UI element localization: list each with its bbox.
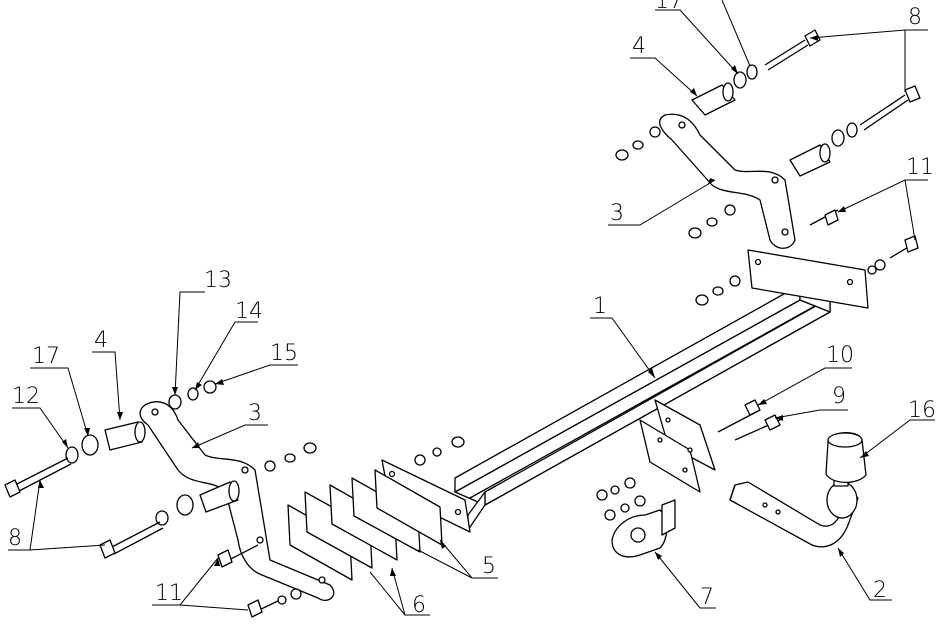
callout-4-left: 4: [94, 328, 108, 353]
callout-3-left: 3: [248, 401, 262, 426]
callout-12: 12: [12, 384, 40, 409]
nuts-center: [596, 477, 646, 521]
bolts-9-10: [717, 399, 781, 441]
bolts-11-bottom: [217, 544, 302, 618]
right-mounting-plate: [747, 249, 869, 309]
washer-top: [733, 64, 858, 147]
bolts-left: [4, 457, 164, 559]
nuts-left-arm: [264, 442, 317, 472]
callout-1: 1: [593, 294, 607, 319]
callout-15: 15: [270, 341, 298, 366]
callout-10: 10: [826, 343, 854, 368]
callout-6: 6: [412, 593, 426, 618]
bolts-11-top: [809, 209, 919, 275]
side-arm-right: [659, 113, 796, 249]
callout-14: 14: [235, 299, 263, 324]
nuts-left-plate: [414, 436, 465, 466]
bolt-top-2: [859, 85, 921, 131]
callout-13: 13: [204, 268, 232, 293]
spacer-tube-top-2: [789, 143, 831, 177]
callout-8-left: 8: [8, 526, 22, 551]
callout-11-bottom: 11: [155, 581, 183, 606]
nuts-top-arm: [615, 126, 736, 239]
callout-17-top: 17: [655, 0, 683, 14]
callout-3-top: 3: [610, 201, 624, 226]
spacer-tube-top-1: [691, 82, 736, 116]
callout-leaders: [8, 0, 935, 616]
callout-16: 16: [908, 398, 936, 423]
callout-11-top: 11: [906, 155, 934, 180]
callout-5: 5: [482, 554, 496, 579]
center-bracket: [639, 399, 716, 493]
ball-cap: [825, 432, 867, 484]
callout-labels: 1 2 3 3 4 4 5 6 7 8 8 9 10 11 11 12 13 1…: [8, 0, 936, 618]
callout-4-top: 4: [632, 34, 646, 59]
spacer-tube-left-2: [199, 480, 240, 513]
cross-bar: [454, 284, 831, 531]
spacer-plates: [287, 469, 443, 581]
callout-7: 7: [700, 585, 714, 610]
callout-17-left: 17: [32, 344, 60, 369]
callout-9: 9: [832, 384, 846, 409]
washers-left: [65, 380, 217, 526]
callout-8-top: 8: [908, 5, 922, 30]
side-arm-left: [139, 401, 335, 601]
bolt-top-1: [764, 29, 821, 71]
spacer-tube-left-1: [104, 421, 146, 451]
ball-mount: [729, 475, 859, 548]
callout-2: 2: [873, 578, 887, 603]
nuts-right-plate: [695, 275, 741, 306]
socket-plate: [611, 499, 676, 558]
